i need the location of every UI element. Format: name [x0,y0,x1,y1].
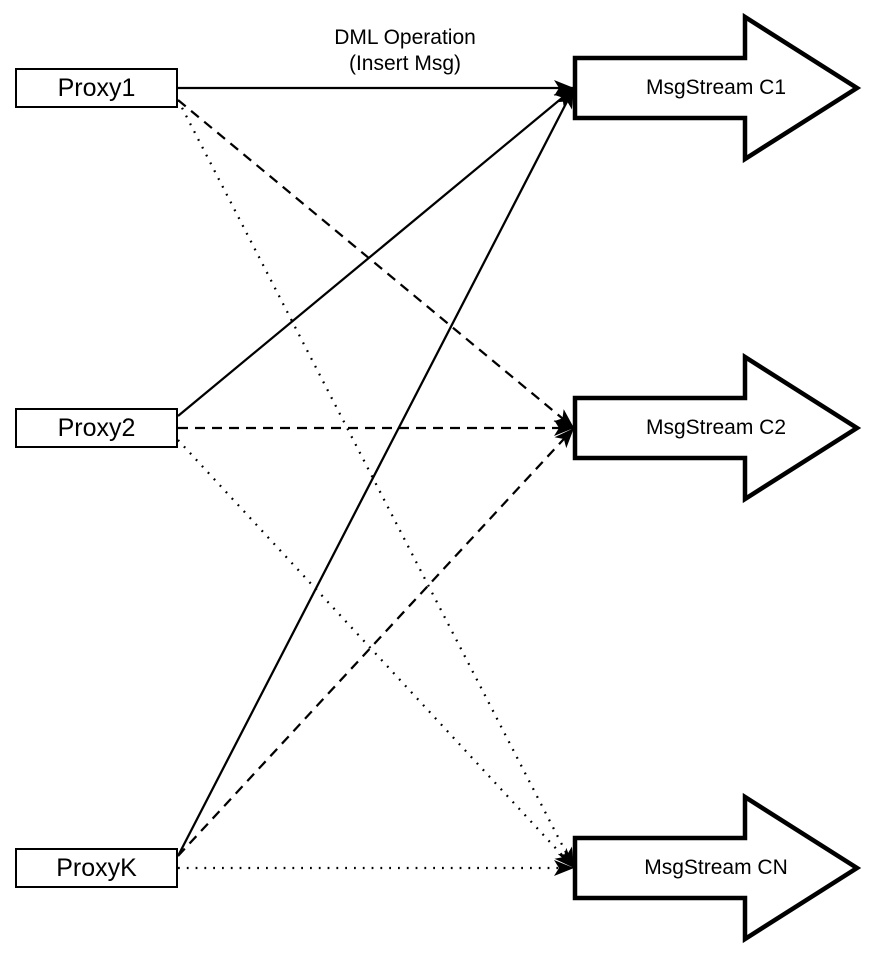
edge-label-line1: DML Operation [334,26,476,49]
edge-proxyK-c1-solid [177,87,575,857]
proxyK-node: ProxyK [15,848,178,888]
edge-proxy1-cn-dotted [177,99,575,869]
proxy1-label: Proxy1 [57,73,136,102]
edge-label-line2: (Insert Msg) [348,52,461,75]
msgstream-cn-arrow-shape [572,792,862,944]
msgstream-c1-arrow-shape [572,12,862,164]
proxyK-label: ProxyK [56,853,137,882]
edge-proxy2-cn-dotted [177,439,575,869]
edge-label-dml-operation: DML Operation (Insert Msg) [305,25,505,77]
edge-proxy2-c1-solid [177,87,575,417]
proxy1-node: Proxy1 [15,68,178,108]
msgstream-c2-arrow-shape [572,352,862,504]
edge-proxyK-c2-dashed [177,427,575,857]
proxy2-label: Proxy2 [57,413,136,442]
proxy2-node: Proxy2 [15,408,178,448]
edge-proxy1-c2-dashed [177,99,575,429]
